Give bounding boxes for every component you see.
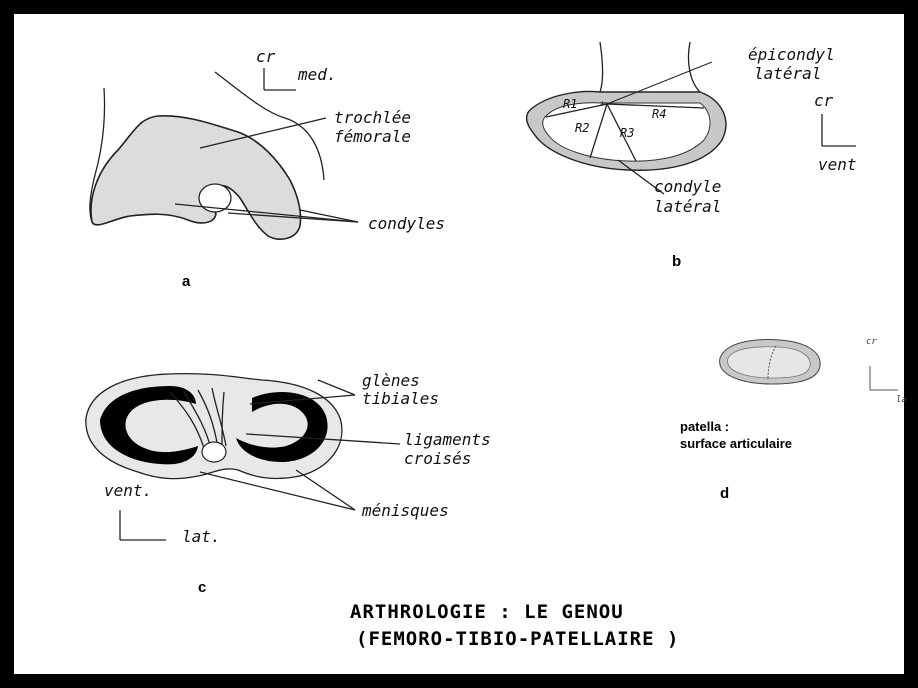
label-glenes-line1: glènes (362, 371, 420, 390)
panel-letter-c: c (198, 579, 206, 596)
panel-c: glènes tibiales ligaments croisés ménisq… (86, 371, 491, 596)
axis-label-lat-c: lat. (182, 527, 221, 546)
panel-b: * R1 R2 R3 R4 épicondyl latéral cr vent … (527, 42, 857, 270)
label-condyle-line2: latéral (654, 197, 721, 216)
label-menisques: ménisques (361, 501, 449, 520)
label-ligaments-line2: croisés (404, 449, 471, 468)
label-glenes-line2: tibiales (362, 389, 439, 408)
panel-letter-a: a (182, 273, 191, 290)
panel-d: cr la patella : surface articulaire d (680, 337, 907, 502)
label-epicondyl-line2: latéral (754, 64, 821, 83)
axis-label-cr-d: cr (866, 337, 877, 347)
femur-condyles (91, 116, 301, 239)
axis-indicator-c: vent. lat. (104, 481, 221, 546)
axis-indicator-a: cr med. (256, 47, 337, 90)
label-ligaments-line1: ligaments (404, 430, 491, 449)
radius-label-r2: R2 (575, 121, 589, 135)
label-trochlee-line1: trochlée (334, 108, 411, 127)
axis-label-cr: cr (256, 47, 276, 66)
label-trochlee-line2: fémorale (334, 127, 411, 146)
panel-a: cr med. trochlée fémorale condyles a (90, 47, 445, 290)
title-line1: ARTHROLOGIE : LE GENOU (350, 601, 624, 623)
diagram-title: ARTHROLOGIE : LE GENOU (FEMORO-TIBIO-PAT… (350, 601, 679, 650)
panel-letter-d: d (720, 485, 729, 502)
label-condyle-line1: condyle (654, 177, 721, 196)
title-line2: (FEMORO-TIBIO-PATELLAIRE ) (356, 628, 679, 650)
panel-letter-b: b (672, 253, 681, 270)
svg-text:*: * (600, 99, 606, 112)
radius-label-r3: R3 (620, 126, 634, 140)
axis-label-la-d: la (896, 395, 907, 405)
radius-label-r1: R1 (563, 97, 577, 111)
patella-caption-line2: surface articulaire (680, 436, 792, 451)
axis-indicator-b: cr vent (814, 91, 857, 174)
radius-label-r4: R4 (652, 107, 666, 121)
axis-label-vent-c: vent. (104, 481, 152, 500)
axis-label-med: med. (297, 65, 337, 84)
patella-caption-line1: patella : (680, 419, 729, 434)
axis-label-cr-b: cr (814, 91, 834, 110)
label-condyles: condyles (368, 214, 445, 233)
axis-label-vent-b: vent (818, 155, 857, 174)
label-epicondyl-line1: épicondyl (748, 45, 835, 64)
axis-indicator-d: cr la (866, 337, 907, 405)
